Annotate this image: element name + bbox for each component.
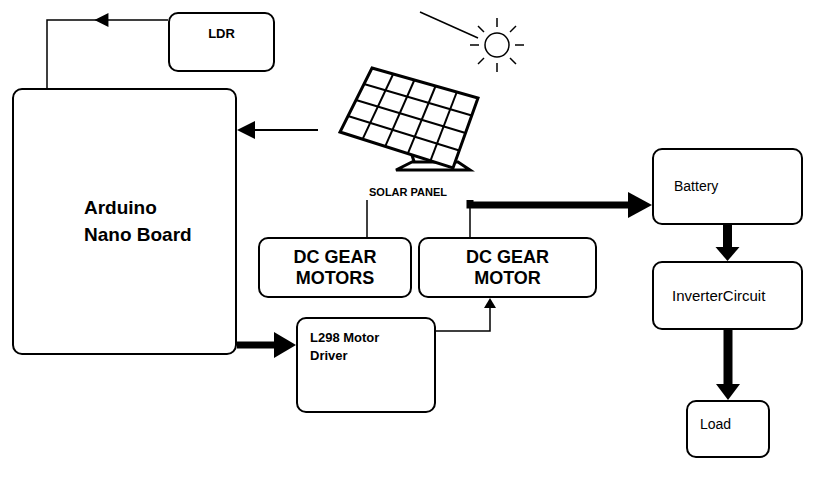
battery-box: Battery [652,148,803,225]
arrow-head [274,332,296,358]
connector-line [724,330,733,386]
motor-box: DC GEAR MOTOR [418,237,597,298]
connector-line [470,200,630,205]
node-label: Battery [674,178,718,195]
connector [470,192,652,218]
connector-line [237,342,276,349]
connector [716,330,740,400]
connector [237,121,318,139]
connector [47,13,168,88]
connector [716,225,740,261]
node-label: SOLAR PANEL [369,186,447,198]
node-label: L298 Motor Driver [310,329,380,364]
connector [237,332,296,358]
inverter-box: InverterCircuit [652,261,803,330]
sun-icon [420,12,524,72]
node-label: DC GEAR MOTOR [450,247,565,288]
arrow-head [628,192,652,218]
connector [367,200,368,237]
connector-line [723,225,732,249]
node-label: DC GEAR MOTORS [270,247,400,288]
node-label: InverterCircuit [672,287,765,305]
driver-box: L298 Motor Driver [296,317,436,413]
connector-line [253,129,318,131]
connector [436,298,496,331]
connector-line [366,200,368,237]
arrow-head [94,13,108,27]
connector-line [47,20,168,88]
solar-panel-icon [340,68,478,168]
arrow-head [716,247,740,261]
solar-panel-node: SOLAR PANEL [318,60,498,200]
connector-line [436,306,490,331]
arrow-head [237,121,255,139]
sensor-box: LDR [168,12,275,72]
node-label: Arduino Nano Board [84,195,199,248]
node-label: LDR [208,26,235,42]
motor-box: DC GEAR MOTORS [258,237,412,298]
node-label: Load [700,416,731,433]
controller-box: Arduino Nano Board [12,88,237,355]
load-box: Load [686,400,770,458]
arrow-head [484,298,496,308]
arrow-head [716,384,740,400]
